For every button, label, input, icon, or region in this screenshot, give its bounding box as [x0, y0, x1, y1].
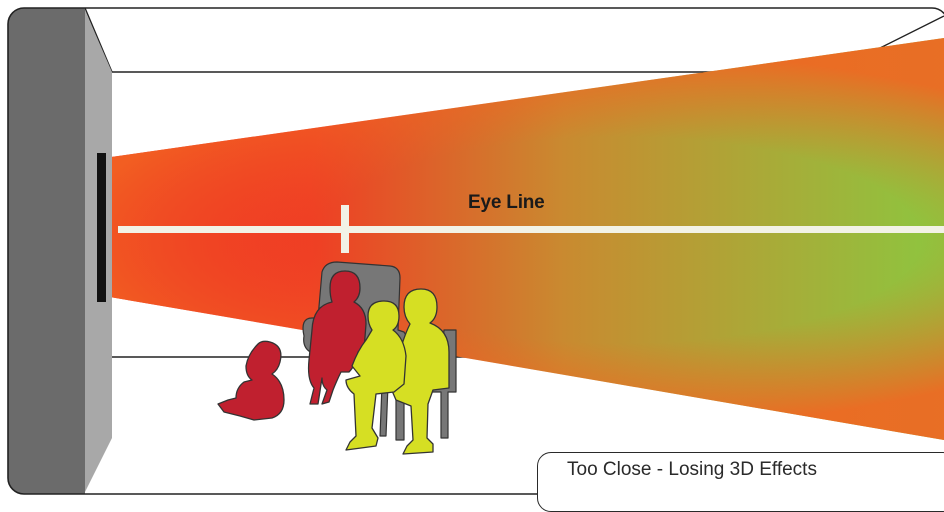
eye-line-label: Eye Line	[468, 192, 545, 214]
room-diagram	[0, 0, 944, 498]
screen	[97, 153, 106, 302]
caption-text: Too Close - Losing 3D Effects	[567, 459, 817, 481]
child-figure	[218, 341, 284, 420]
eye-line-marker	[341, 205, 349, 253]
viewing-cone-edge-shade	[104, 38, 944, 440]
wall-front-face	[0, 0, 85, 498]
eye-line	[118, 226, 944, 233]
